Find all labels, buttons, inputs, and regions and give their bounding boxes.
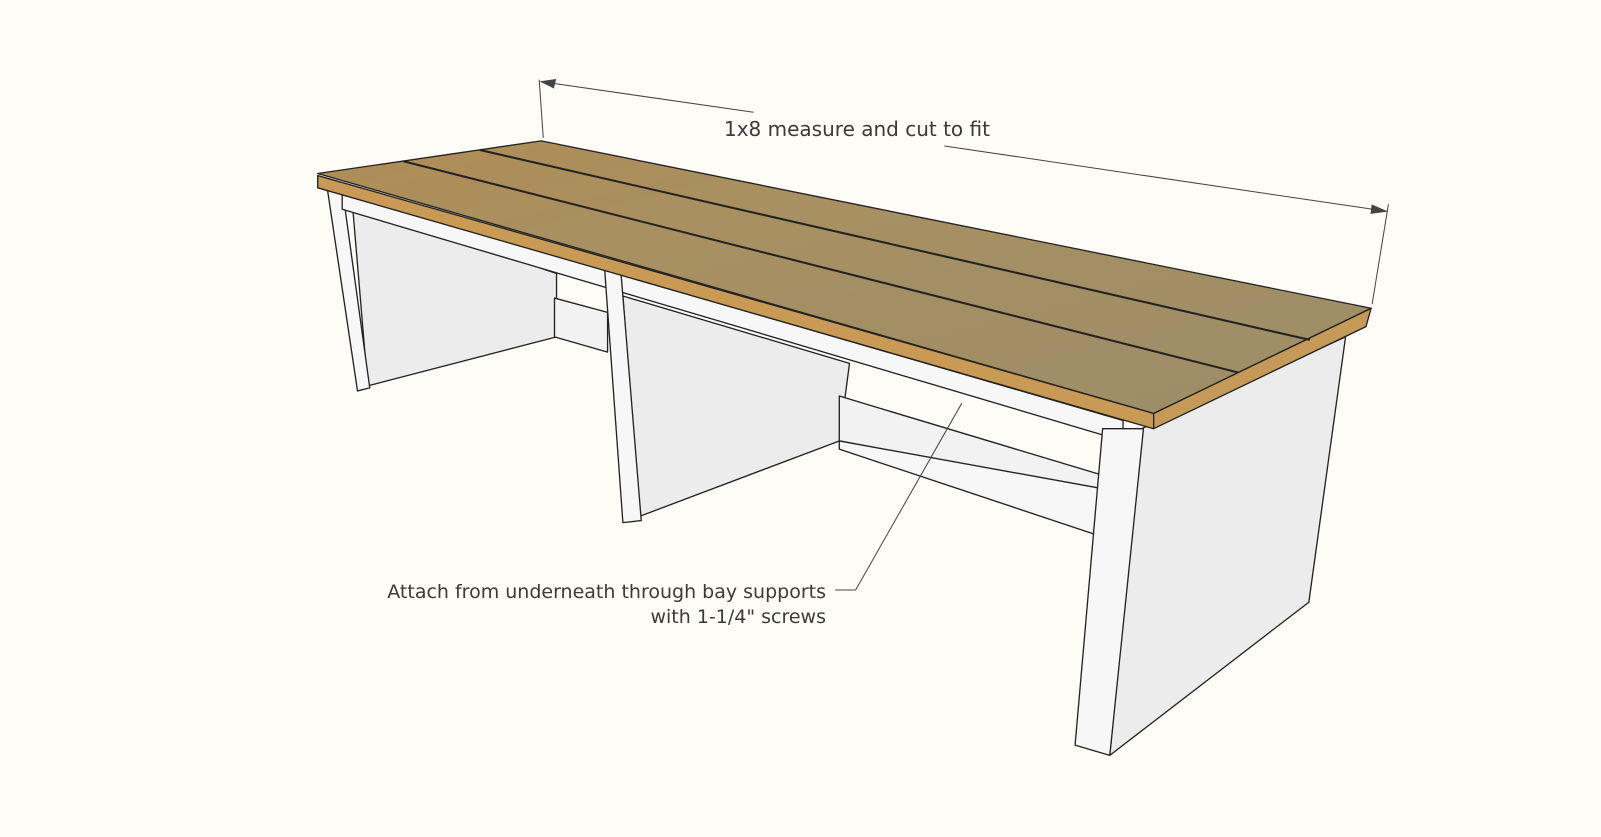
plank-seam: [479, 149, 1311, 341]
arrowhead-icon: [539, 79, 557, 89]
arrowhead-icon: [1370, 204, 1389, 214]
assembly-note: Attach from underneath through bay suppo…: [387, 580, 826, 630]
note-line-2: with 1-1/4" screws: [650, 606, 826, 628]
dimension-label: 1x8 measure and cut to fit: [724, 117, 990, 141]
dimension-line: [541, 81, 754, 113]
note-line-1: Attach from underneath through bay suppo…: [387, 581, 826, 603]
dimension-extension: [538, 79, 544, 138]
dimension-line: [944, 145, 1387, 212]
dimension-extension: [1371, 204, 1389, 305]
left-back-cleat: [553, 297, 609, 353]
right-leg: [1074, 428, 1145, 757]
plank-seam: [403, 160, 1239, 374]
bench-top: [317, 140, 1372, 415]
leader-line: [835, 402, 963, 591]
